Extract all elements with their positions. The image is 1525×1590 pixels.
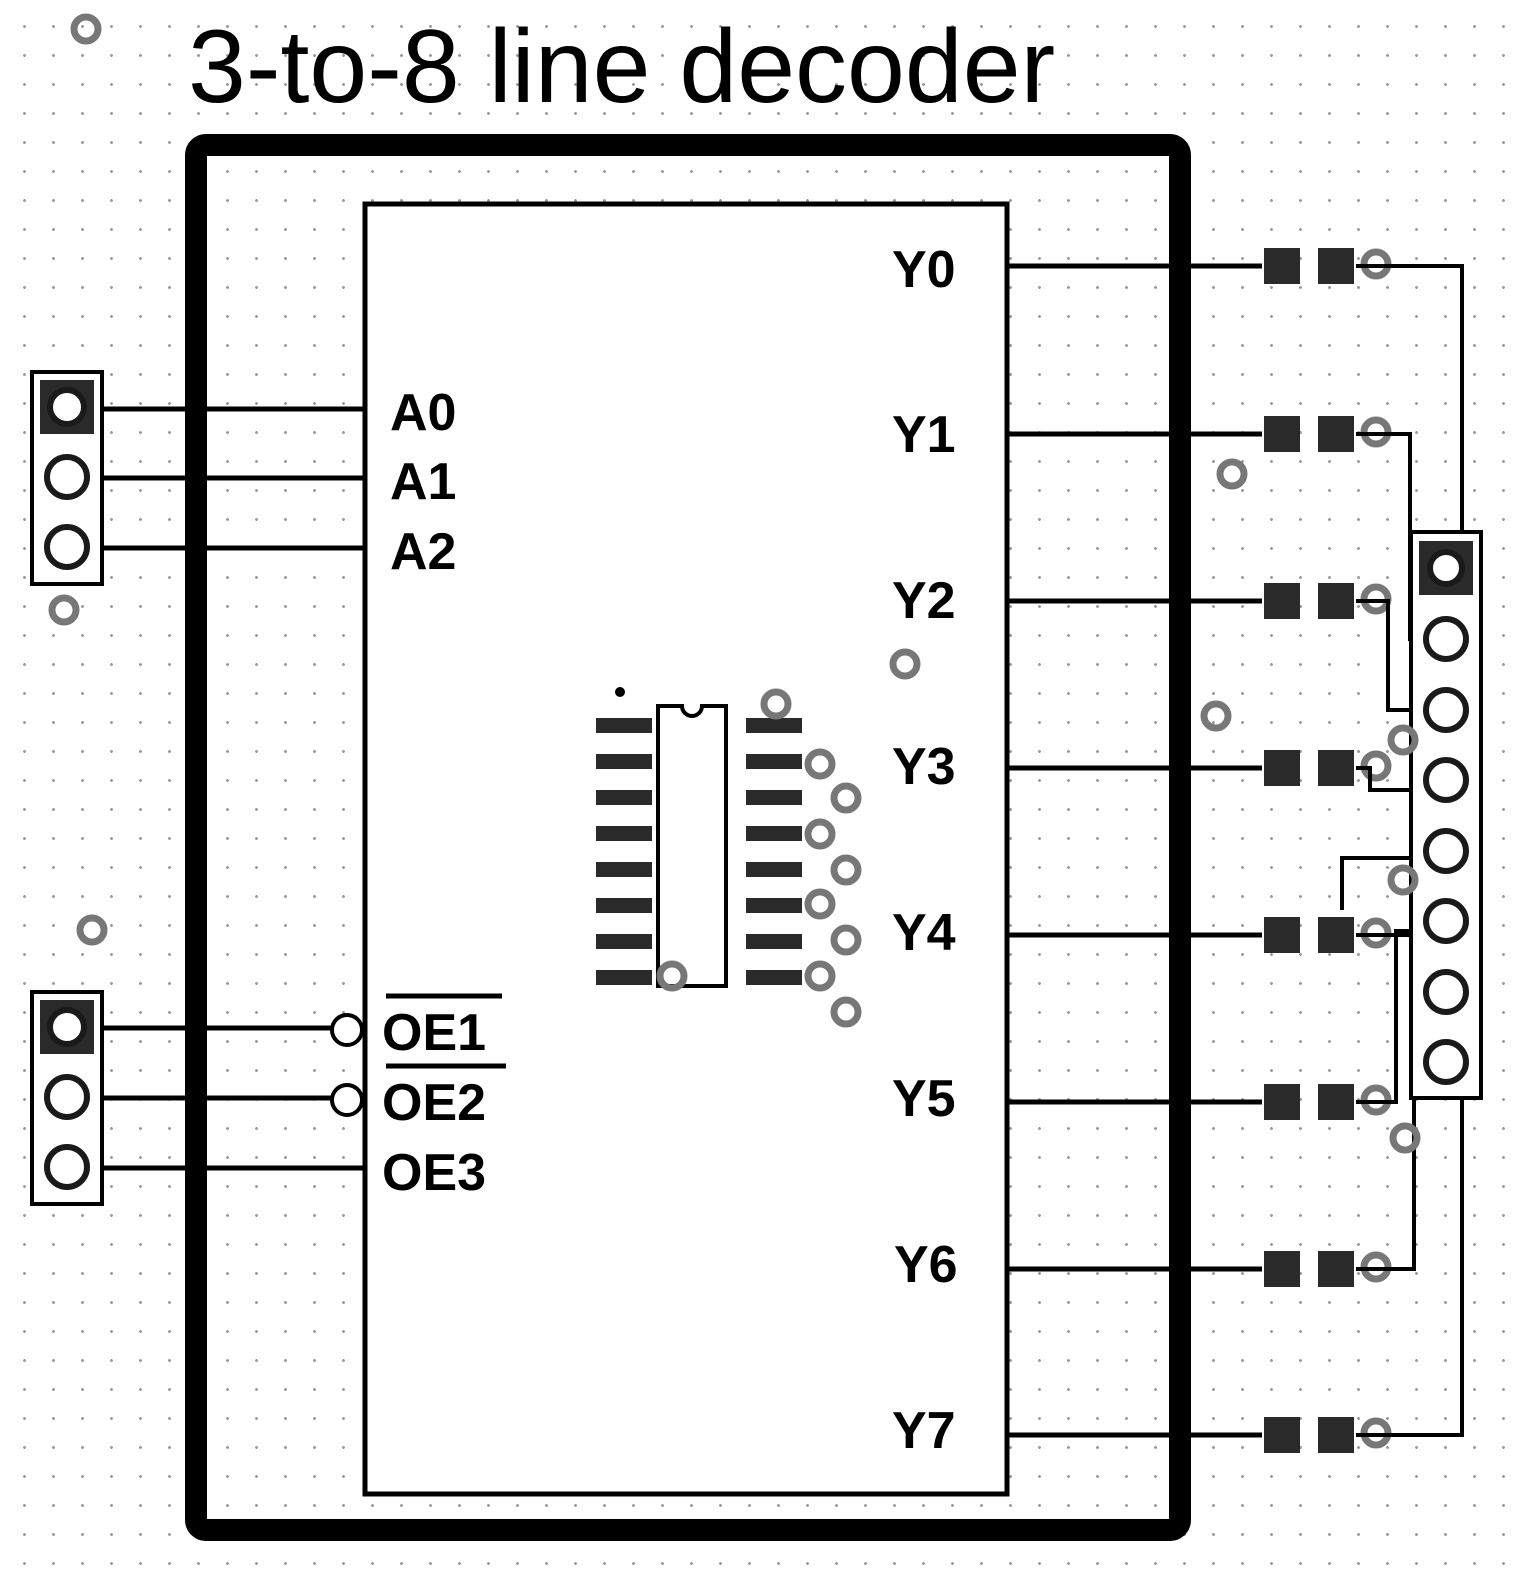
ic-pad-left-8 <box>596 970 652 985</box>
via <box>48 594 80 626</box>
ic-via-4 <box>830 854 862 886</box>
ic-via-3 <box>804 818 836 850</box>
resistor-pad-y6 <box>1264 1251 1300 1287</box>
pin1-marker <box>615 687 625 697</box>
ic-pad-left-7 <box>596 934 652 949</box>
pin-label-oe3: OE3 <box>382 1144 486 1202</box>
routing-trace-4 <box>1340 856 1420 910</box>
resistor-pad-y7 <box>1264 1417 1300 1453</box>
board-outline <box>185 134 1191 1541</box>
via <box>1387 724 1419 756</box>
resistor-pad-y2 <box>1264 583 1300 619</box>
header-pin-oe1[interactable] <box>47 1007 87 1047</box>
output-header-pin-8[interactable] <box>1423 1039 1469 1085</box>
ic-pad-right-6 <box>746 898 802 913</box>
pin-label-y5: Y5 <box>892 1070 956 1128</box>
via <box>1200 700 1232 732</box>
header-pin-oe3[interactable] <box>44 1144 90 1190</box>
routing-trace-8 <box>1356 1096 1464 1437</box>
via <box>76 914 108 946</box>
ic-pad-right-1 <box>746 718 802 733</box>
ic-via-6 <box>830 924 862 956</box>
routing-trace-6 <box>1356 929 1420 1104</box>
led-pad-y5 <box>1318 1084 1354 1120</box>
ic-pad-right-4 <box>746 826 802 841</box>
ic-via-7 <box>804 960 836 992</box>
ic-pad-right-3 <box>746 790 802 805</box>
pin-label-y0: Y0 <box>892 241 956 299</box>
ic-body <box>656 704 728 988</box>
pin-label-y7: Y7 <box>892 1402 956 1460</box>
led-pad-y7 <box>1318 1417 1354 1453</box>
ic-via-8 <box>830 996 862 1028</box>
via <box>70 13 102 45</box>
header-pin-a0[interactable] <box>47 387 87 427</box>
led-pad-y6 <box>1318 1251 1354 1287</box>
output-header-pin-6[interactable] <box>1423 898 1469 944</box>
dip-ic-footprint <box>596 687 862 1028</box>
ic-via-1 <box>804 748 836 780</box>
ic-pad-left-1 <box>596 718 652 733</box>
inversion-bubble-oe2 <box>330 1083 364 1117</box>
ic-pad-left-2 <box>596 754 652 769</box>
led-pad-y3 <box>1318 750 1354 786</box>
ic-via-9 <box>656 960 688 992</box>
resistor-pad-y4 <box>1264 917 1300 953</box>
ic-pad-left-5 <box>596 862 652 877</box>
output-header-connector[interactable] <box>1409 530 1483 1100</box>
pin-label-y6: Y6 <box>894 1236 958 1294</box>
header-pin-a1[interactable] <box>44 454 90 500</box>
ic-pad-left-4 <box>596 826 652 841</box>
output-header-pin-1[interactable] <box>1427 549 1465 587</box>
via <box>1387 864 1419 896</box>
via <box>1389 1122 1421 1154</box>
ic-pad-right-5 <box>746 862 802 877</box>
ic-pad-right-8 <box>746 970 802 985</box>
header-pin-a2[interactable] <box>44 524 90 570</box>
pin-label-oe1: OE1 <box>382 1004 486 1062</box>
resistor-pad-y3 <box>1264 750 1300 786</box>
pin-label-y1: Y1 <box>892 406 956 464</box>
pin-label-oe2: OE2 <box>382 1074 486 1132</box>
pin-label-y2: Y2 <box>892 572 956 630</box>
output-header-pin-2[interactable] <box>1423 616 1469 662</box>
ic-via-0 <box>760 688 792 720</box>
header-pin-oe2[interactable] <box>44 1074 90 1120</box>
via <box>1216 458 1248 490</box>
output-header-pin-5[interactable] <box>1423 828 1469 874</box>
ic-pad-right-7 <box>746 934 802 949</box>
output-header-pin-4[interactable] <box>1423 757 1469 803</box>
ic-via-2 <box>830 782 862 814</box>
enable-header-connector[interactable] <box>30 990 104 1206</box>
pin-label-y4: Y4 <box>892 904 956 962</box>
led-pad-y1 <box>1318 416 1354 452</box>
via <box>889 648 921 680</box>
ic-pad-left-6 <box>596 898 652 913</box>
diagram-title: 3-to-8 line decoder <box>188 9 1055 125</box>
pin-label-a2: A2 <box>390 523 456 581</box>
led-pad-y0 <box>1318 248 1354 284</box>
routing-trace-2 <box>1356 599 1420 712</box>
pin-label-y3: Y3 <box>892 738 956 796</box>
ic-pad-right-2 <box>746 754 802 769</box>
resistor-pad-y0 <box>1264 248 1300 284</box>
led-pad-y4 <box>1318 917 1354 953</box>
ic-via-5 <box>804 888 836 920</box>
pin-label-a1: A1 <box>390 453 456 511</box>
output-header-pin-7[interactable] <box>1423 969 1469 1015</box>
output-header-pin-3[interactable] <box>1423 687 1469 733</box>
ic-pad-left-3 <box>596 790 652 805</box>
inversion-bubble-oe1 <box>330 1013 364 1047</box>
resistor-pad-y1 <box>1264 416 1300 452</box>
output-traces <box>1007 248 1464 1453</box>
led-pad-y2 <box>1318 583 1354 619</box>
address-header-connector[interactable] <box>30 370 104 586</box>
routing-trace-3 <box>1356 766 1420 792</box>
resistor-pad-y5 <box>1264 1084 1300 1120</box>
pin-label-a0: A0 <box>390 384 456 442</box>
routing-trace-0 <box>1356 264 1464 541</box>
